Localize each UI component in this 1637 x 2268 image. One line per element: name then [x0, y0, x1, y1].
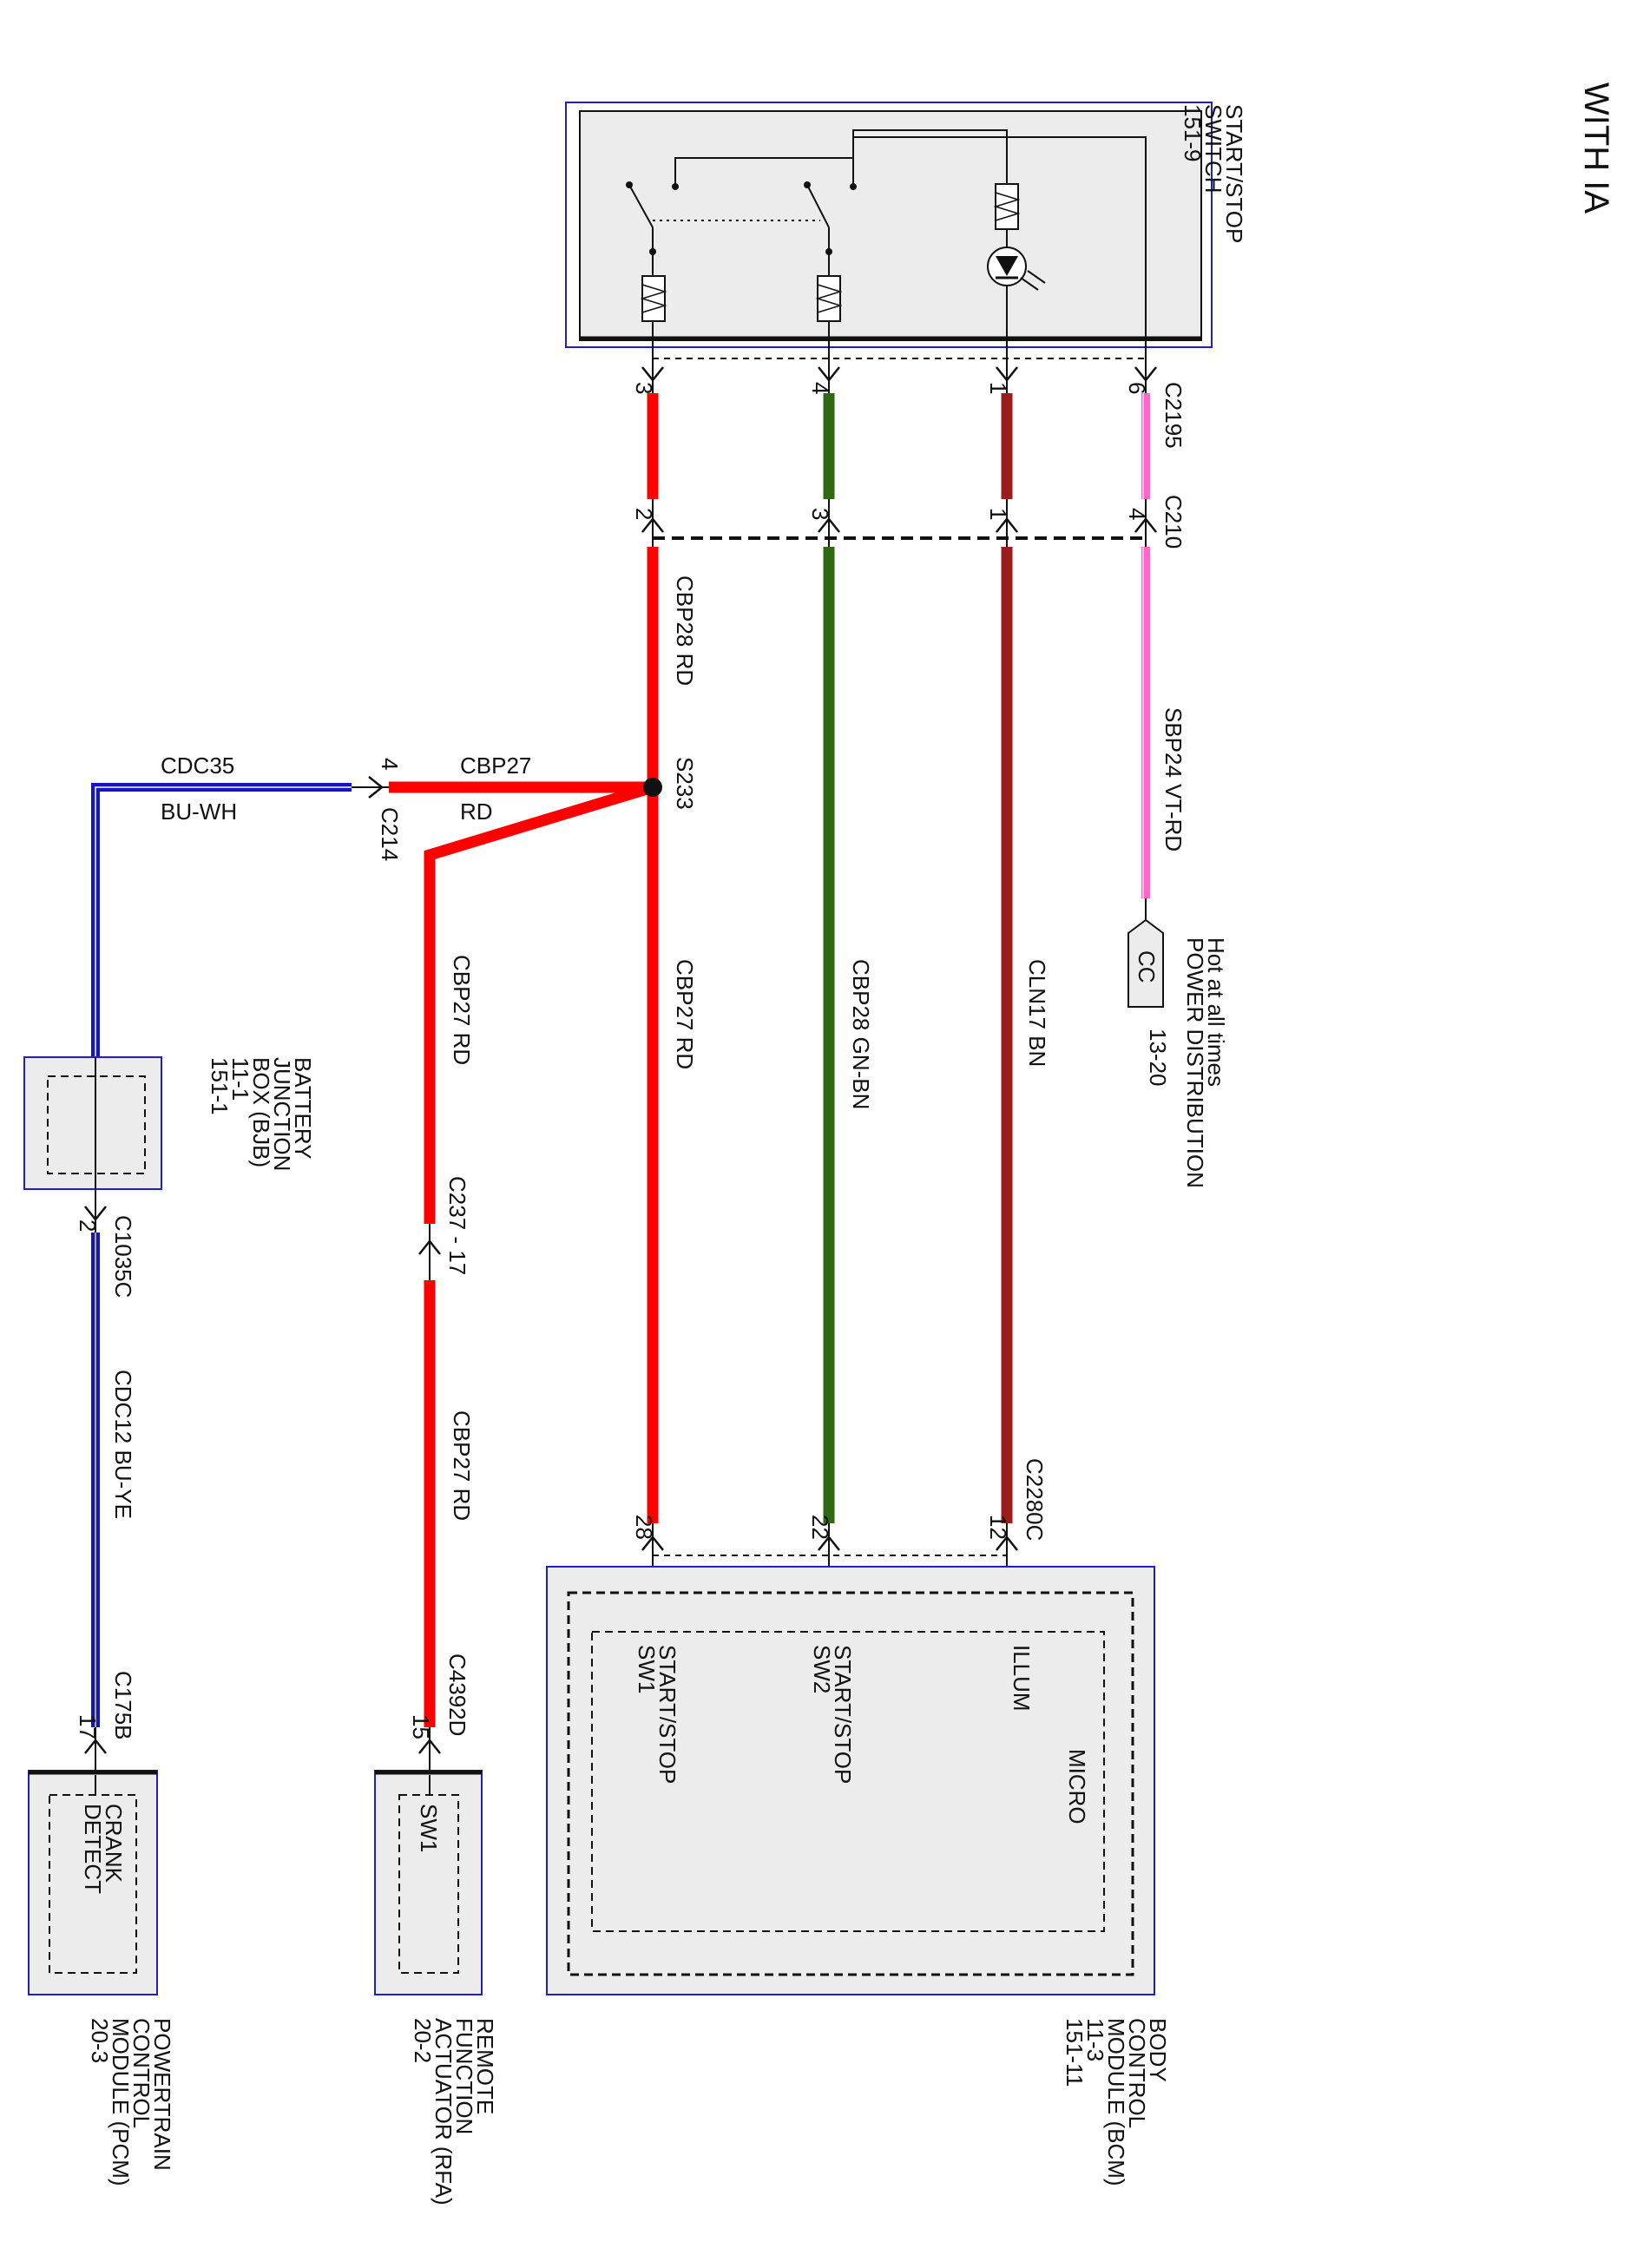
remote-function-actuator: SW1 REMOTEFUNCTIONACTUATOR (RFA)20-2	[374, 1770, 498, 2206]
start-stop-switch: START/STOPSWITCH151-9	[565, 102, 1247, 365]
connector-c2280c: C2280C	[1022, 1458, 1048, 1541]
wire-cdc35-bu-wh	[91, 783, 352, 1059]
wire-label-cbp27-branch-b: CBP27 RD	[449, 1410, 475, 1521]
wire-label-sbp24: SBP24 VT-RD	[1160, 707, 1187, 851]
svg-text:3: 3	[807, 508, 833, 520]
start-stop-switch-body	[579, 110, 1202, 341]
svg-text:REMOTEFUNCTIONACTUATOR (RFA)20: REMOTEFUNCTIONACTUATOR (RFA)20-2	[410, 2018, 498, 2206]
wire-label-cbp27-branch-a: CBP27 RD	[449, 955, 475, 1065]
svg-text:1: 1	[985, 508, 1011, 520]
wire-label-cbp28-gn-bn: CBP28 GN-BN	[848, 959, 874, 1109]
connector-c1035c: C1035C	[110, 1215, 136, 1298]
svg-text:22: 22	[807, 1515, 833, 1540]
wire-cbp27-branch	[424, 781, 654, 1224]
wire-label-cln17-bn: CLN17 BN	[1024, 959, 1050, 1067]
svg-text:3: 3	[631, 382, 657, 394]
connector-c4392d: C4392D	[444, 1653, 470, 1736]
rfa-pin-sw1: SW1	[416, 1804, 442, 1852]
svg-text:START/STOPSWITCH151-9: START/STOPSWITCH151-9	[1180, 104, 1247, 243]
power-distribution-tag: CC Hot at all timesPOWER DISTRIBUTION 13…	[1127, 918, 1229, 1188]
svg-text:17: 17	[75, 1714, 101, 1739]
body-control-module: ILLUM START/STOPSW2 START/STOPSW1 MICRO …	[546, 1566, 1171, 2186]
connector-c2195: C2195	[1160, 382, 1187, 449]
svg-text:BATTERYJUNCTIONBOX (BJB)11-115: BATTERYJUNCTIONBOX (BJB)11-1151-1	[207, 1057, 316, 1171]
diagram-title: WITH IA	[1577, 82, 1615, 214]
svg-text:Hot at all timesPOWER DISTRIBU: Hot at all timesPOWER DISTRIBUTION	[1182, 937, 1229, 1188]
bcm-micro: MICRO	[1064, 1749, 1090, 1824]
connector-c237: C237 - 17	[444, 1176, 470, 1275]
svg-text:28: 28	[631, 1515, 657, 1540]
battery-junction-box: BATTERYJUNCTIONBOX (BJB)11-1151-1	[23, 1056, 316, 1190]
svg-text:15: 15	[408, 1714, 434, 1739]
wire-label-cbp27-main: CBP27 RD	[672, 959, 698, 1069]
wire-label-rd-horiz: RD	[460, 799, 493, 825]
svg-text:4: 4	[807, 382, 833, 394]
svg-text:POWERTRAINCONTROLMODULE (PCM)2: POWERTRAINCONTROLMODULE (PCM)20-3	[87, 2018, 175, 2186]
svg-text:2: 2	[631, 508, 657, 520]
bcm-pin-illum: ILLUM	[1009, 1645, 1035, 1712]
connector-c175b: C175B	[110, 1671, 136, 1740]
svg-text:4: 4	[377, 758, 403, 770]
connector-arrows	[84, 366, 1157, 1754]
bcm-pin-sw2: START/STOPSW2	[809, 1645, 856, 1784]
powertrain-control-module: CRANKDETECT POWERTRAINCONTROLMODULE (PCM…	[28, 1770, 175, 2186]
svg-text:12: 12	[985, 1515, 1011, 1540]
resistor-1	[641, 275, 666, 322]
pin-numbers: 3 4 1 6 2 3 1 4 28 22 12 4 15 2 17	[75, 382, 1150, 1739]
svg-text:1: 1	[985, 382, 1011, 394]
svg-text:BODYCONTROLMODULE (BCM)11-3151: BODYCONTROLMODULE (BCM)11-3151-11	[1062, 2018, 1171, 2186]
svg-text:2: 2	[75, 1219, 101, 1232]
wire-label-cdc12: CDC12 BU-YE	[110, 1370, 136, 1519]
connector-c214: C214	[377, 807, 403, 861]
splice-s233-label: S233	[672, 757, 698, 810]
wire-label-cbp28-rd: CBP28 RD	[672, 575, 698, 686]
pcm-pin-crank-detect: CRANKDETECT	[80, 1804, 127, 1894]
resistor-3	[995, 183, 1019, 230]
svg-text:13-20: 13-20	[1145, 1029, 1171, 1087]
svg-text:6: 6	[1124, 382, 1150, 394]
wire-label-cbp27-horiz: CBP27	[460, 753, 531, 779]
splice-s233	[643, 778, 662, 797]
wire-label-cdc35: CDC35	[161, 753, 234, 779]
svg-text:CC: CC	[1134, 950, 1160, 983]
connector-c210: C210	[1160, 495, 1187, 549]
resistor-2	[817, 275, 841, 322]
svg-text:4: 4	[1124, 508, 1150, 520]
bcm-pin-sw1: START/STOPSW1	[634, 1645, 680, 1784]
wire-label-bu-wh: BU-WH	[161, 799, 237, 825]
